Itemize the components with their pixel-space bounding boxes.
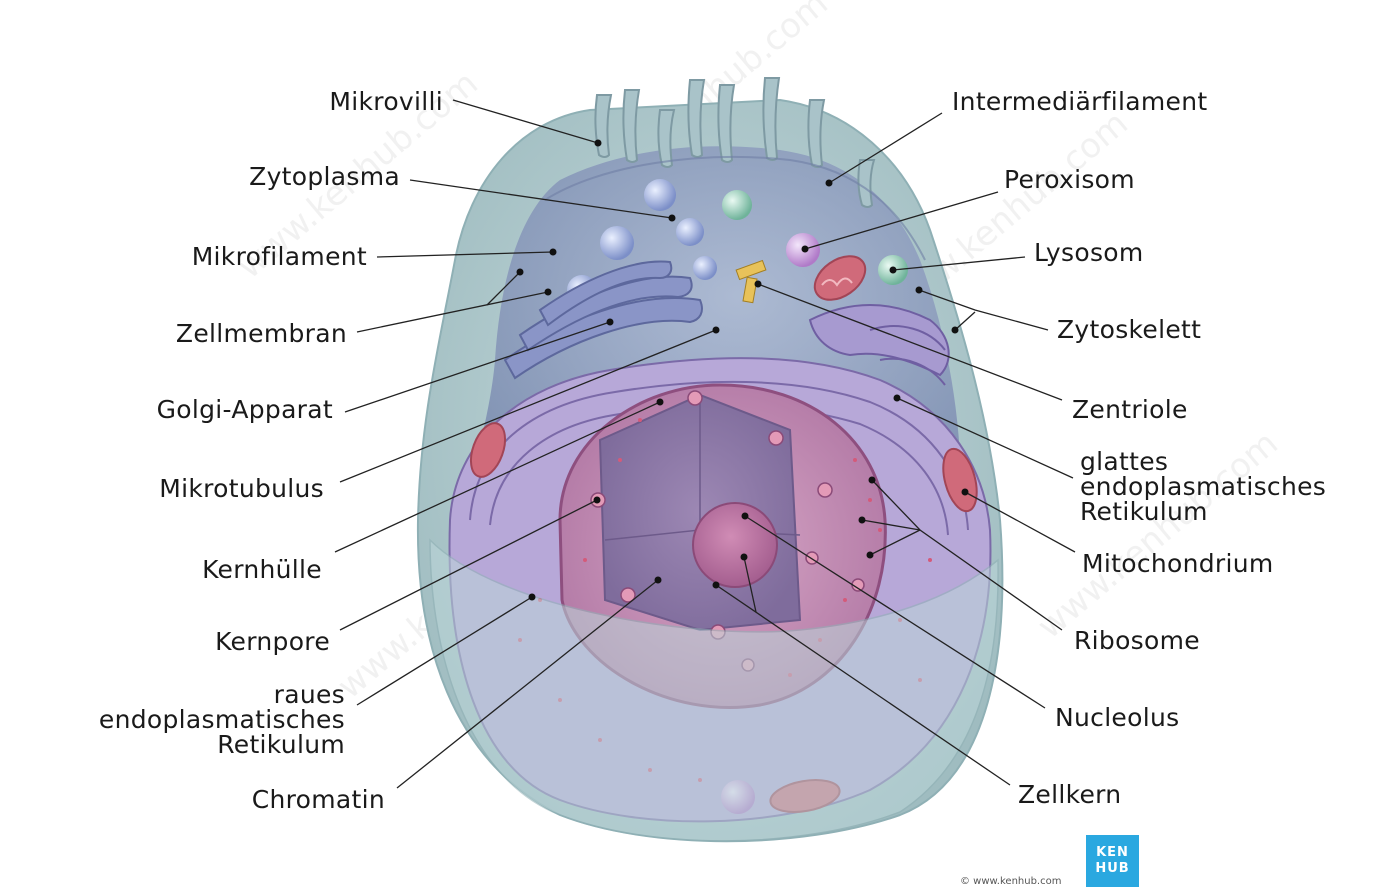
label-zellmembran: Zellmembran <box>176 319 347 348</box>
logo-line2: HUB <box>1095 861 1130 876</box>
labels-right: Intermediärfilament Peroxisom Lysosom Zy… <box>952 87 1326 809</box>
centrioles <box>735 259 767 304</box>
mitochondrion-left <box>469 422 507 478</box>
label-mikrotubulus: Mikrotubulus <box>159 474 324 503</box>
label-lysosom: Lysosom <box>1034 238 1144 267</box>
cell-lower-cut <box>429 538 999 842</box>
nuclear-pores <box>590 390 865 672</box>
label-mitochondrium: Mitochondrium <box>1082 549 1274 578</box>
microvilli <box>594 77 876 208</box>
label-glattes-er-line1: glattes <box>1080 447 1168 476</box>
label-ribosome: Ribosome <box>1074 626 1200 655</box>
label-intermediaerfilament: Intermediärfilament <box>952 87 1207 116</box>
label-kernhuelle: Kernhülle <box>202 555 322 584</box>
label-peroxisom: Peroxisom <box>1004 165 1135 194</box>
label-raues-er-line1: raues <box>274 680 345 709</box>
label-chromatin: Chromatin <box>252 785 385 814</box>
label-golgi-apparat: Golgi-Apparat <box>157 395 333 424</box>
label-mikrovilli: Mikrovilli <box>329 87 443 116</box>
label-glattes-er-line2: endoplasmatisches <box>1080 472 1326 501</box>
golgi-apparatus <box>503 260 703 380</box>
label-zellkern: Zellkern <box>1018 780 1121 809</box>
label-zytoskelett: Zytoskelett <box>1057 315 1201 344</box>
mitochondrion-right <box>942 447 978 513</box>
logo-line1: KEN <box>1096 845 1129 860</box>
label-mikrofilament: Mikrofilament <box>192 242 367 271</box>
smooth-er <box>808 304 950 386</box>
nucleolus <box>692 502 778 588</box>
leader-lines <box>334 99 1076 789</box>
label-glattes-er-line3: Retikulum <box>1080 497 1208 526</box>
label-raues-er-line2: endoplasmatisches <box>99 705 345 734</box>
label-raues-er-line3: Retikulum <box>217 730 345 759</box>
copyright-text: © www.kenhub.com <box>960 876 1062 887</box>
label-kernpore: Kernpore <box>215 627 330 656</box>
label-nucleolus: Nucleolus <box>1055 703 1179 732</box>
labels-left: Mikrovilli Zytoplasma Mikrofilament Zell… <box>99 87 443 814</box>
kenhub-logo: KEN HUB <box>1086 835 1139 887</box>
label-zytoplasma: Zytoplasma <box>249 162 400 191</box>
mitochondrion-upper <box>813 255 867 301</box>
organelles-upper <box>503 179 950 386</box>
label-zentriole: Zentriole <box>1072 395 1188 424</box>
